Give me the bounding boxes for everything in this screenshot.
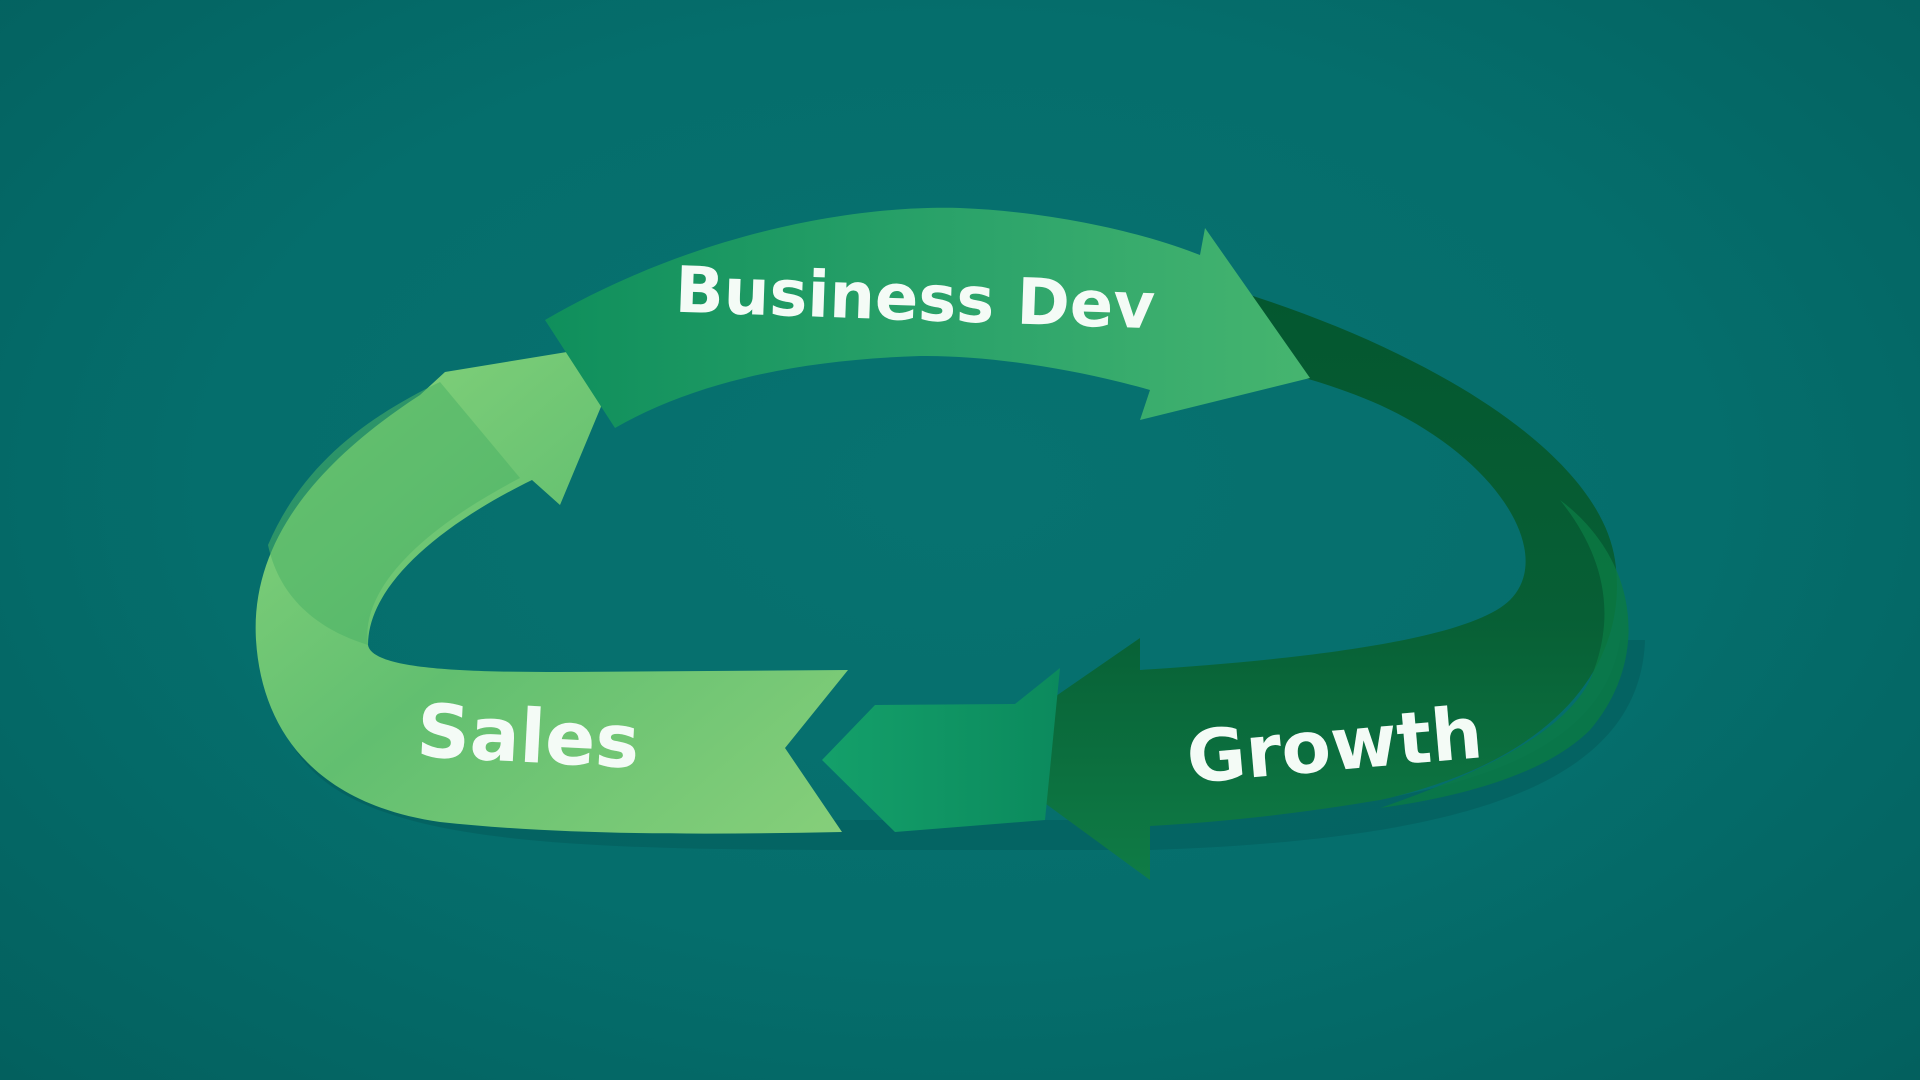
business-dev-arrow (545, 207, 1310, 428)
sales-arrow (255, 342, 849, 834)
sales-label: Sales (415, 688, 642, 786)
connector-arrow (822, 668, 1060, 832)
business-dev-label: Business Dev (674, 254, 1156, 345)
growth-arrow (975, 295, 1629, 880)
